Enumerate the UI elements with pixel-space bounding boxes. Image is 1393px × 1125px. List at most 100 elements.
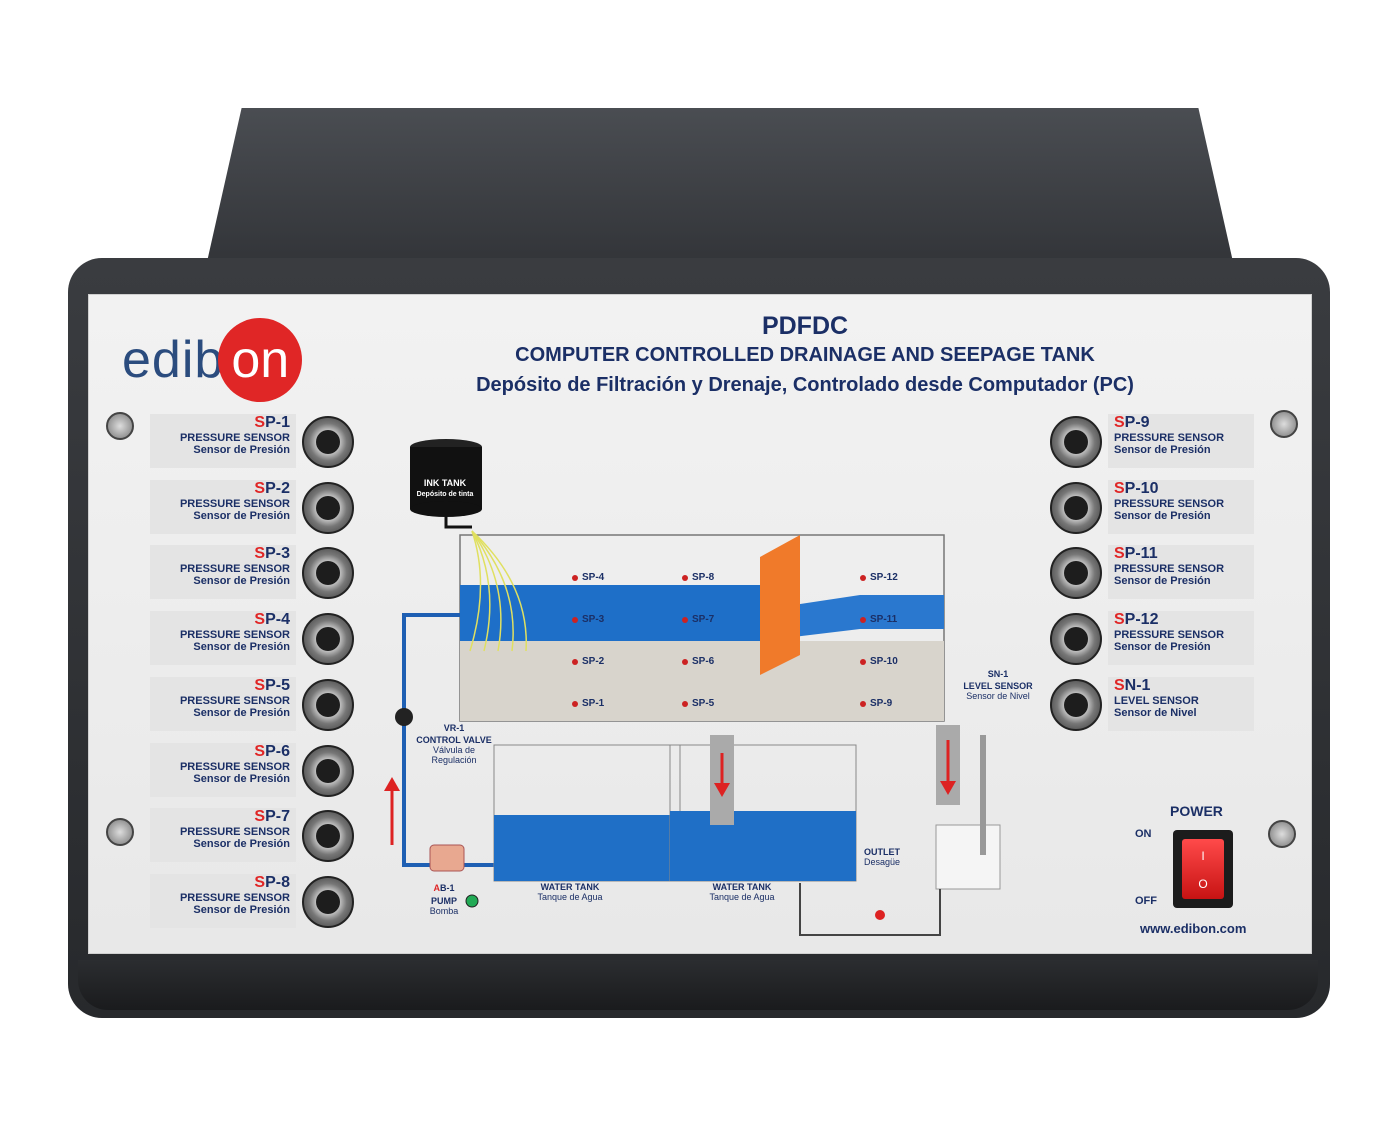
sensor-connector-icon[interactable] — [1050, 678, 1102, 731]
sensor-sublabel: Sensor de Presión — [193, 706, 290, 719]
power-switch[interactable]: I O — [1173, 830, 1233, 908]
sensor-id-number: P-2 — [265, 479, 290, 497]
sensor-type: LEVEL SENSOR — [1114, 694, 1199, 707]
sensor-id-prefix: S — [1114, 414, 1125, 431]
sensor-id-prefix: S — [254, 545, 266, 563]
sensor-point-dot-icon — [572, 701, 578, 707]
sensor-id: SP-7 — [150, 808, 290, 826]
pump-id-b: B-1 — [439, 883, 455, 893]
sensor-id: SP-3 — [150, 545, 290, 563]
sensor-type: PRESSURE SENSOR — [179, 629, 290, 642]
sensor-id-prefix: S — [254, 873, 266, 891]
screw-icon — [106, 412, 134, 440]
sensor-point-dot-icon — [682, 575, 688, 581]
sensor-id-prefix: S — [1114, 611, 1125, 629]
sensor-id-number: P-4 — [265, 611, 290, 629]
cabinet-foot — [78, 960, 1318, 1010]
sensor-point-label: SP-3 — [582, 614, 605, 625]
water-tank-2-sublabel: Tanque de Agua — [709, 892, 775, 902]
sensor-point-label: SP-10 — [870, 656, 898, 667]
sensor-point-label: SP-8 — [692, 572, 715, 583]
sensor-id-number: P-5 — [265, 676, 290, 694]
outlet-label: OUTLET — [864, 847, 900, 857]
sensor-type: PRESSURE SENSOR — [179, 497, 290, 510]
website: www.edibon.com — [1140, 921, 1247, 936]
sensor-point-label: SP-5 — [692, 698, 715, 709]
process-diagram — [384, 439, 1001, 936]
level-sensor-label: LEVEL SENSOR — [963, 681, 1033, 691]
sensor-point-dot-icon — [860, 701, 866, 707]
sensor-id-prefix: S — [254, 676, 266, 694]
ink-tank-label: INK TANK — [423, 478, 467, 488]
sensor-connector-icon[interactable] — [1050, 416, 1102, 468]
sensor-sublabel: Sensor de Presión — [193, 772, 290, 785]
ink-tank — [410, 447, 482, 509]
power-rocker[interactable]: I O — [1182, 839, 1224, 899]
sensor-id-prefix: S — [254, 414, 266, 431]
water-tank-1-label: WATER TANK — [540, 882, 600, 892]
sensor-connector-icon[interactable] — [302, 875, 354, 928]
sensor-connector-icon[interactable] — [302, 744, 354, 797]
edibon-logo: edib on — [122, 318, 303, 402]
valve-id: VR-1 — [443, 723, 465, 733]
pump-sublabel: Bomba — [429, 906, 459, 916]
sensor-id-number: P-12 — [1124, 611, 1159, 629]
sensor-id-prefix: S — [254, 479, 266, 497]
water-layer-upstream — [460, 585, 760, 641]
valve-sublabel-2: Regulación — [431, 755, 477, 765]
sensor-id-number: P-3 — [265, 545, 290, 563]
screw-icon — [1268, 820, 1296, 848]
power-on-label: ON — [1135, 828, 1152, 840]
outlet-sublabel: Desagüe — [863, 857, 901, 867]
sensor-connector-icon[interactable] — [1050, 547, 1102, 600]
sensor-point-label: SP-6 — [692, 656, 715, 667]
outlet-pipe — [799, 883, 941, 936]
sensor-connector-icon[interactable] — [302, 416, 354, 468]
sensor-connector-icon[interactable] — [1050, 613, 1102, 666]
sensor-connector-icon[interactable] — [302, 810, 354, 863]
sensor-id: SN-1 — [1114, 677, 1254, 695]
sensor-connector-icon[interactable] — [302, 678, 354, 731]
sensor-point-dot-icon — [682, 701, 688, 707]
level-sensor-sublabel: Sensor de Nivel — [966, 691, 1030, 701]
sensor-connector-icon[interactable] — [1050, 481, 1102, 534]
sensor-sublabel: Sensor de Presión — [1114, 641, 1211, 654]
sensor-id: SP-12 — [1114, 611, 1254, 629]
sensor-sublabel: Sensor de Presión — [193, 444, 290, 456]
water-tank-2-label: WATER TANK — [712, 882, 772, 892]
sensor-point-label: SP-2 — [582, 656, 605, 667]
sensor-id: SP-2 — [150, 480, 290, 498]
sensor-sublabel: Sensor de Presión — [193, 903, 290, 916]
sensor-type: PRESSURE SENSOR — [1114, 629, 1225, 642]
sensor-id-number: P-6 — [265, 742, 290, 760]
sensor-point-dot-icon — [572, 575, 578, 581]
sensor-id: SP-4 — [150, 611, 290, 629]
sensor-id-prefix: S — [1114, 479, 1125, 497]
sensor-connector-icon[interactable] — [302, 481, 354, 534]
valve-sublabel-1: Válvula de — [432, 745, 476, 755]
sensor-sublabel: Sensor de Nivel — [1114, 706, 1197, 719]
model-title: PDFDC — [761, 312, 849, 340]
sensor-connector-icon[interactable] — [302, 613, 354, 666]
sensor-sublabel: Sensor de Presión — [193, 641, 290, 654]
logo-circle: on — [218, 318, 303, 402]
sensor-id-prefix: S — [254, 742, 266, 760]
sensor-id: SP-6 — [150, 743, 290, 761]
sensor-sublabel: Sensor de Presión — [193, 575, 290, 588]
sensor-id-prefix: S — [1114, 676, 1125, 694]
sensor-id: SP-8 — [150, 874, 290, 892]
sensor-type: PRESSURE SENSOR — [179, 432, 290, 444]
spanish-title: Depósito de Filtración y Drenaje, Contro… — [476, 374, 1134, 396]
sensor-connector-icon[interactable] — [302, 547, 354, 600]
sensor-id-number: P-8 — [265, 873, 290, 891]
sensor-type: PRESSURE SENSOR — [179, 826, 290, 839]
sensor-point-dot-icon — [682, 617, 688, 623]
sensor-id-number: P-1 — [265, 414, 290, 431]
sensor-point-dot-icon — [572, 617, 578, 623]
